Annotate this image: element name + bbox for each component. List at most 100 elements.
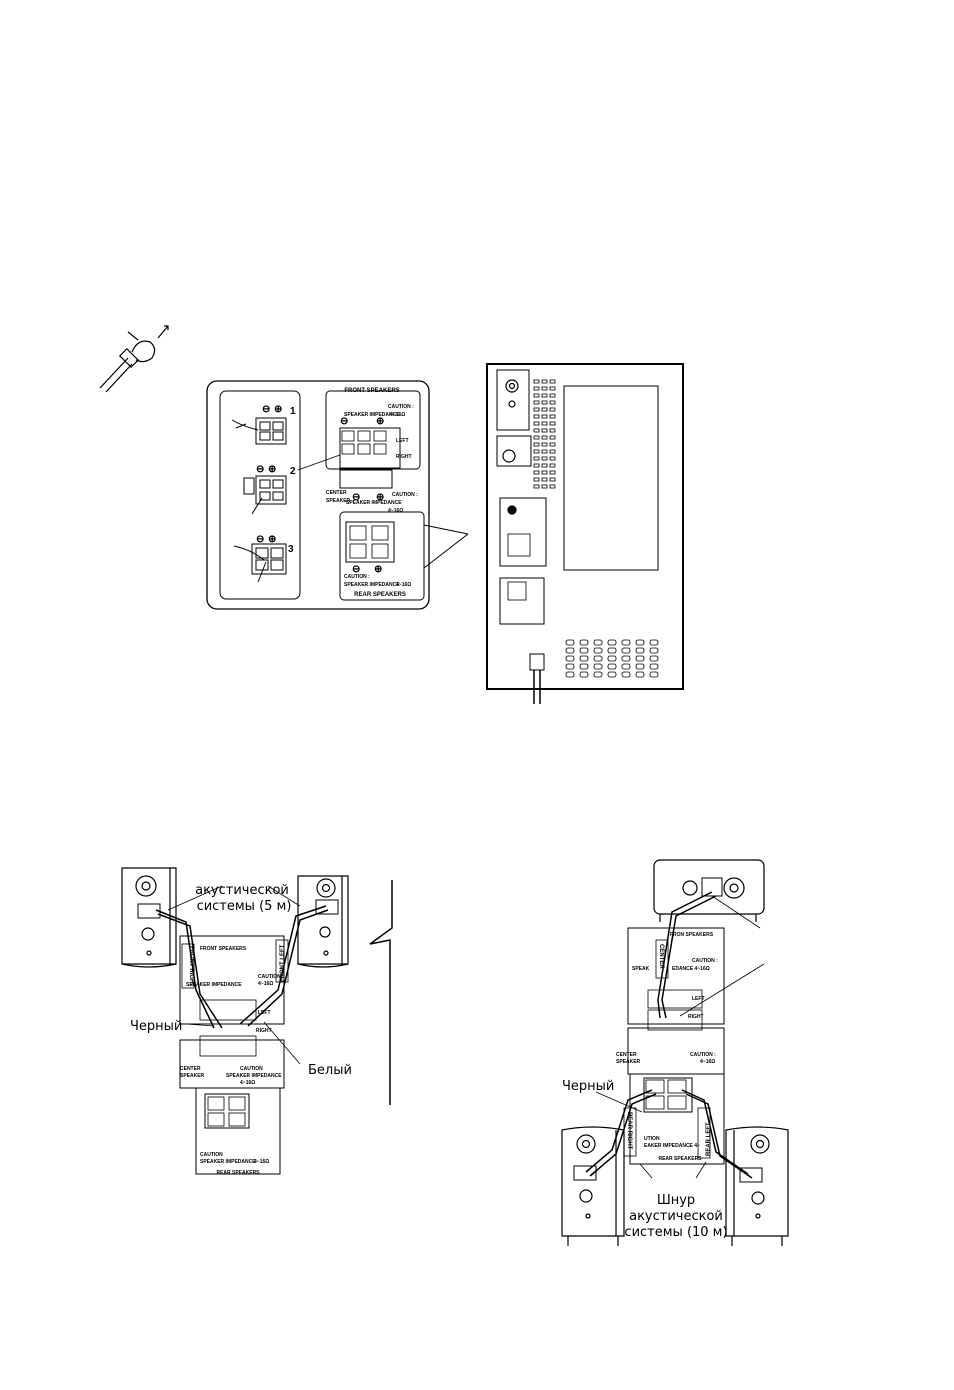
top-impedance3-label: SPEAKER IMPEDANCE xyxy=(344,582,400,588)
right-ohm-label: 4~16Ω xyxy=(700,1059,715,1065)
side-slot xyxy=(533,456,540,461)
side-slot xyxy=(541,428,548,433)
side-slot xyxy=(549,435,556,440)
vent-slot xyxy=(565,663,575,670)
vent-slot xyxy=(579,663,589,670)
top-ohm-label: 4~16Ω xyxy=(390,412,405,418)
vent-slot xyxy=(635,671,645,678)
vent-slot xyxy=(593,663,603,670)
center-plus: ⊕ xyxy=(376,492,384,503)
side-slot xyxy=(533,379,540,384)
vent-slot xyxy=(593,647,603,654)
top-center-label: CENTER xyxy=(326,490,347,496)
top-speaker-panel xyxy=(206,380,469,610)
right-center-label: CENTER xyxy=(616,1052,637,1058)
right-speaker-label: SPEAKER xyxy=(616,1059,641,1065)
side-slot xyxy=(549,484,556,489)
side-slot xyxy=(533,393,540,398)
vent-slot xyxy=(607,647,617,654)
vent-slot xyxy=(593,655,603,662)
side-slot xyxy=(549,386,556,391)
cord10-line1: Шнур xyxy=(657,1193,695,1208)
vent-slot xyxy=(565,671,575,678)
left-speaker-label: SPEAKER xyxy=(180,1073,205,1079)
step-3-terminal xyxy=(233,543,287,583)
side-slot xyxy=(541,386,548,391)
left-caution-label: CAUTION xyxy=(258,974,281,980)
side-slot xyxy=(533,407,540,412)
side-slot xyxy=(533,400,540,405)
cord-label-line2: системы (5 м) xyxy=(197,899,292,914)
side-slot xyxy=(549,379,556,384)
vent-slot xyxy=(635,663,645,670)
side-slot xyxy=(541,421,548,426)
side-slot xyxy=(541,393,548,398)
vent-slot xyxy=(607,639,617,646)
cord10-line2: акустической xyxy=(629,1209,723,1224)
side-slot xyxy=(541,379,548,384)
side-slot xyxy=(533,428,540,433)
step-2-number: 2 xyxy=(290,466,296,477)
left-right-label: RIGHT xyxy=(256,1028,272,1034)
side-slot xyxy=(549,456,556,461)
rear-left-tag: REAR LEFT xyxy=(706,1122,712,1156)
left-ohm-label: 4~16Ω xyxy=(258,981,273,987)
left-front-speakers-label: FRONT SPEAKERS xyxy=(200,946,247,952)
wire-twist-icon xyxy=(99,325,169,393)
side-slot xyxy=(533,449,540,454)
vent-slot xyxy=(565,655,575,662)
right-caution-label: CAUTION : xyxy=(692,958,718,964)
side-slot xyxy=(549,477,556,482)
back-panel-side-slots xyxy=(533,379,556,489)
side-slot xyxy=(549,421,556,426)
rear-speakers-label: REAR SPEAKERS xyxy=(354,592,406,598)
left-ohm2-label: 4~16Ω xyxy=(240,1080,255,1086)
left-caution2-label: CAUTION xyxy=(240,1066,263,1072)
vent-slot xyxy=(579,647,589,654)
side-slot xyxy=(549,393,556,398)
side-slot xyxy=(549,428,556,433)
side-slot xyxy=(541,477,548,482)
step-3-number: 3 xyxy=(288,544,294,555)
vent-slot xyxy=(565,647,575,654)
vent-slot xyxy=(649,655,659,662)
top-ohm3-label: 4~16Ω xyxy=(396,582,411,588)
side-slot xyxy=(541,484,548,489)
step-2-minus: ⊖ xyxy=(256,464,264,475)
left-rear-speakers-label: REAR SPEAKERS xyxy=(216,1170,260,1176)
black-wire-label: Черный xyxy=(130,1019,182,1034)
side-slot xyxy=(541,435,548,440)
vent-slot xyxy=(635,655,645,662)
vent-slot xyxy=(649,647,659,654)
rear-plus: ⊕ xyxy=(374,564,382,575)
side-slot xyxy=(549,470,556,475)
side-slot xyxy=(549,449,556,454)
left-wiring-diagram xyxy=(121,867,393,1175)
vent-slot xyxy=(621,655,631,662)
top-left-label: LEFT xyxy=(396,438,409,444)
back-panel-vents xyxy=(565,639,659,678)
vent-slot xyxy=(579,655,589,662)
front-minus: ⊖ xyxy=(340,416,348,427)
vent-slot xyxy=(621,647,631,654)
side-slot xyxy=(533,386,540,391)
step-2-plus: ⊕ xyxy=(268,464,276,475)
vent-slot xyxy=(635,647,645,654)
left-caution3-label: CAUTION xyxy=(200,1152,223,1158)
step-1-terminal xyxy=(231,417,287,445)
cord-label-line1: акустической xyxy=(195,883,289,898)
vent-slot xyxy=(649,663,659,670)
side-slot xyxy=(541,407,548,412)
vent-slot xyxy=(579,639,589,646)
right-wiring-diagram xyxy=(561,859,789,1246)
left-ohm3-label: 4~16Ω xyxy=(254,1159,269,1165)
step-2-terminal xyxy=(243,475,287,515)
side-slot xyxy=(541,414,548,419)
side-slot xyxy=(549,463,556,468)
top-ohm2-label: 4~16Ω xyxy=(388,508,403,514)
cord10-line3: системы (10 м) xyxy=(624,1225,727,1240)
unit-back-panel xyxy=(486,363,684,704)
step-3-minus: ⊖ xyxy=(256,534,264,545)
center-minus: ⊖ xyxy=(352,492,360,503)
front-speakers-label: FRONT SPEAKERS xyxy=(344,388,399,394)
